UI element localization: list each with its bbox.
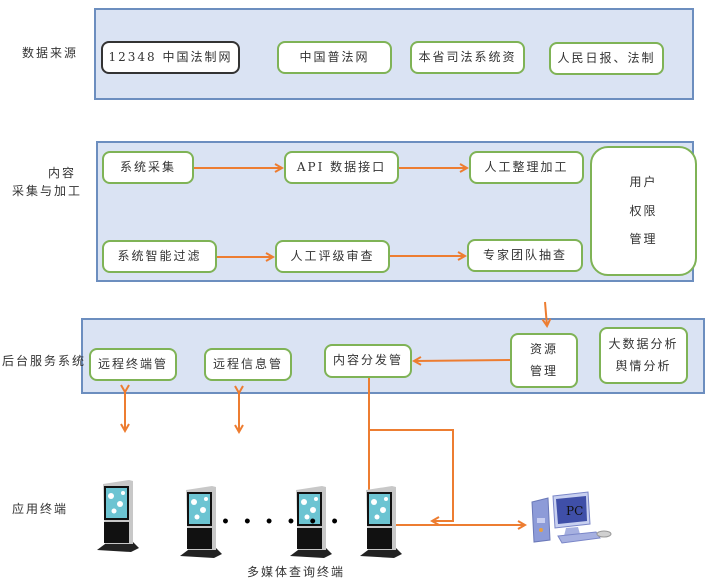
- source-box-pufa[interactable]: 中国普法网: [277, 41, 392, 74]
- terminal-label: 应用终端: [12, 502, 69, 516]
- bigdata-line1: 大数据分析: [608, 336, 679, 351]
- content-label-line2: 采集与加工: [12, 184, 83, 198]
- kiosk-caption: 多媒体查询终端: [247, 565, 346, 579]
- api-box[interactable]: API 数据接口: [284, 151, 399, 184]
- bigdata-analysis-box[interactable]: 大数据分析 舆情分析: [599, 327, 688, 384]
- content-distribution-box[interactable]: 内容分发管: [324, 344, 412, 378]
- kiosk-icon-4[interactable]: [356, 484, 406, 559]
- content-label-line1: 内容: [48, 166, 77, 180]
- user-perm-line2: 权限: [629, 203, 658, 218]
- arrow-resource-to-distribution: [414, 360, 511, 361]
- resource-line1: 资源: [529, 341, 558, 356]
- kiosk-ellipsis: • • • • • •: [221, 514, 344, 530]
- arrow-content-to-resource: [545, 301, 547, 326]
- manual-rating-box[interactable]: 人工评级审查: [275, 240, 390, 273]
- data-source-label: 数据来源: [22, 46, 79, 60]
- resource-line2: 管理: [529, 363, 558, 378]
- bigdata-line2: 舆情分析: [615, 358, 672, 373]
- kiosk-icon-3[interactable]: [286, 484, 336, 559]
- manual-process-box[interactable]: 人工整理加工: [469, 151, 584, 184]
- user-perm-line1: 用户: [629, 174, 658, 189]
- remote-terminal-box[interactable]: 远程终端管: [89, 348, 177, 381]
- user-perm-line3: 管理: [629, 232, 658, 247]
- remote-info-box[interactable]: 远程信息管: [204, 348, 292, 381]
- kiosk-icon-1[interactable]: [93, 478, 143, 553]
- system-collect-box[interactable]: 系统采集: [102, 151, 194, 184]
- backend-label: 后台服务系统: [2, 354, 87, 368]
- resource-management-box[interactable]: 资源 管理: [510, 333, 578, 388]
- source-box-judicial[interactable]: 本省司法系统资: [410, 41, 525, 74]
- kiosk-icon-2[interactable]: [176, 484, 226, 559]
- pc-icon[interactable]: PC: [528, 490, 613, 550]
- smart-filter-box[interactable]: 系统智能过滤: [102, 240, 217, 273]
- source-box-peoples-daily[interactable]: 人民日报、法制: [549, 42, 664, 75]
- expert-check-box[interactable]: 专家团队抽查: [467, 239, 583, 272]
- user-permission-box[interactable]: 用户 权限 管理: [590, 146, 697, 276]
- wire-distribution-branch: [369, 429, 454, 521]
- pc-label: PC: [566, 504, 584, 518]
- source-box-chinalaw[interactable]: 12348 中国法制网: [101, 41, 240, 74]
